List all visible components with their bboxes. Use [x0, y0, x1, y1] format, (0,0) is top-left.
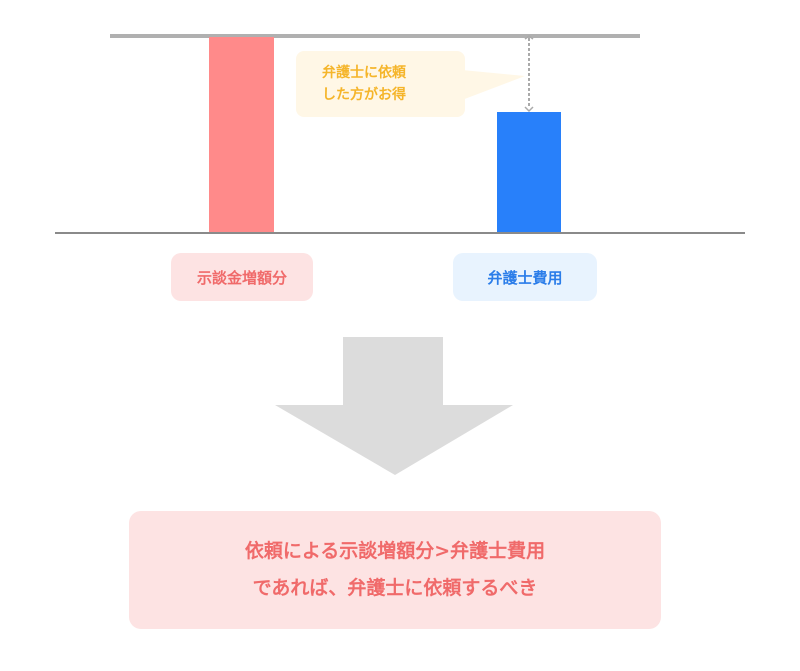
conclusion-box: 依頼による示談増額分>弁護士費用 であれば、弁護士に依頼するべき [129, 511, 661, 629]
arrow-down-head [524, 106, 534, 113]
reference-line [110, 34, 640, 38]
callout-bubble: 弁護士に依頼 した方がお得 [296, 51, 465, 117]
lawyer-fee-label: 弁護士費用 [453, 253, 597, 301]
down-arrow-icon [275, 337, 513, 475]
settlement-increase-bar [209, 37, 274, 232]
lawyer-fee-bar [497, 112, 561, 232]
baseline [55, 232, 745, 234]
callout-tail [462, 70, 525, 100]
callout-line-1: 弁護士に依頼 [322, 65, 406, 81]
arrow-up-head [524, 35, 534, 40]
settlement-increase-label: 示談金増額分 [171, 253, 313, 301]
conclusion-line-1: 依頼による示談増額分>弁護士費用 [244, 540, 546, 562]
callout-line-2: した方がお得 [322, 87, 406, 103]
conclusion-line-2: であれば、弁護士に依頼するべき [252, 577, 538, 599]
